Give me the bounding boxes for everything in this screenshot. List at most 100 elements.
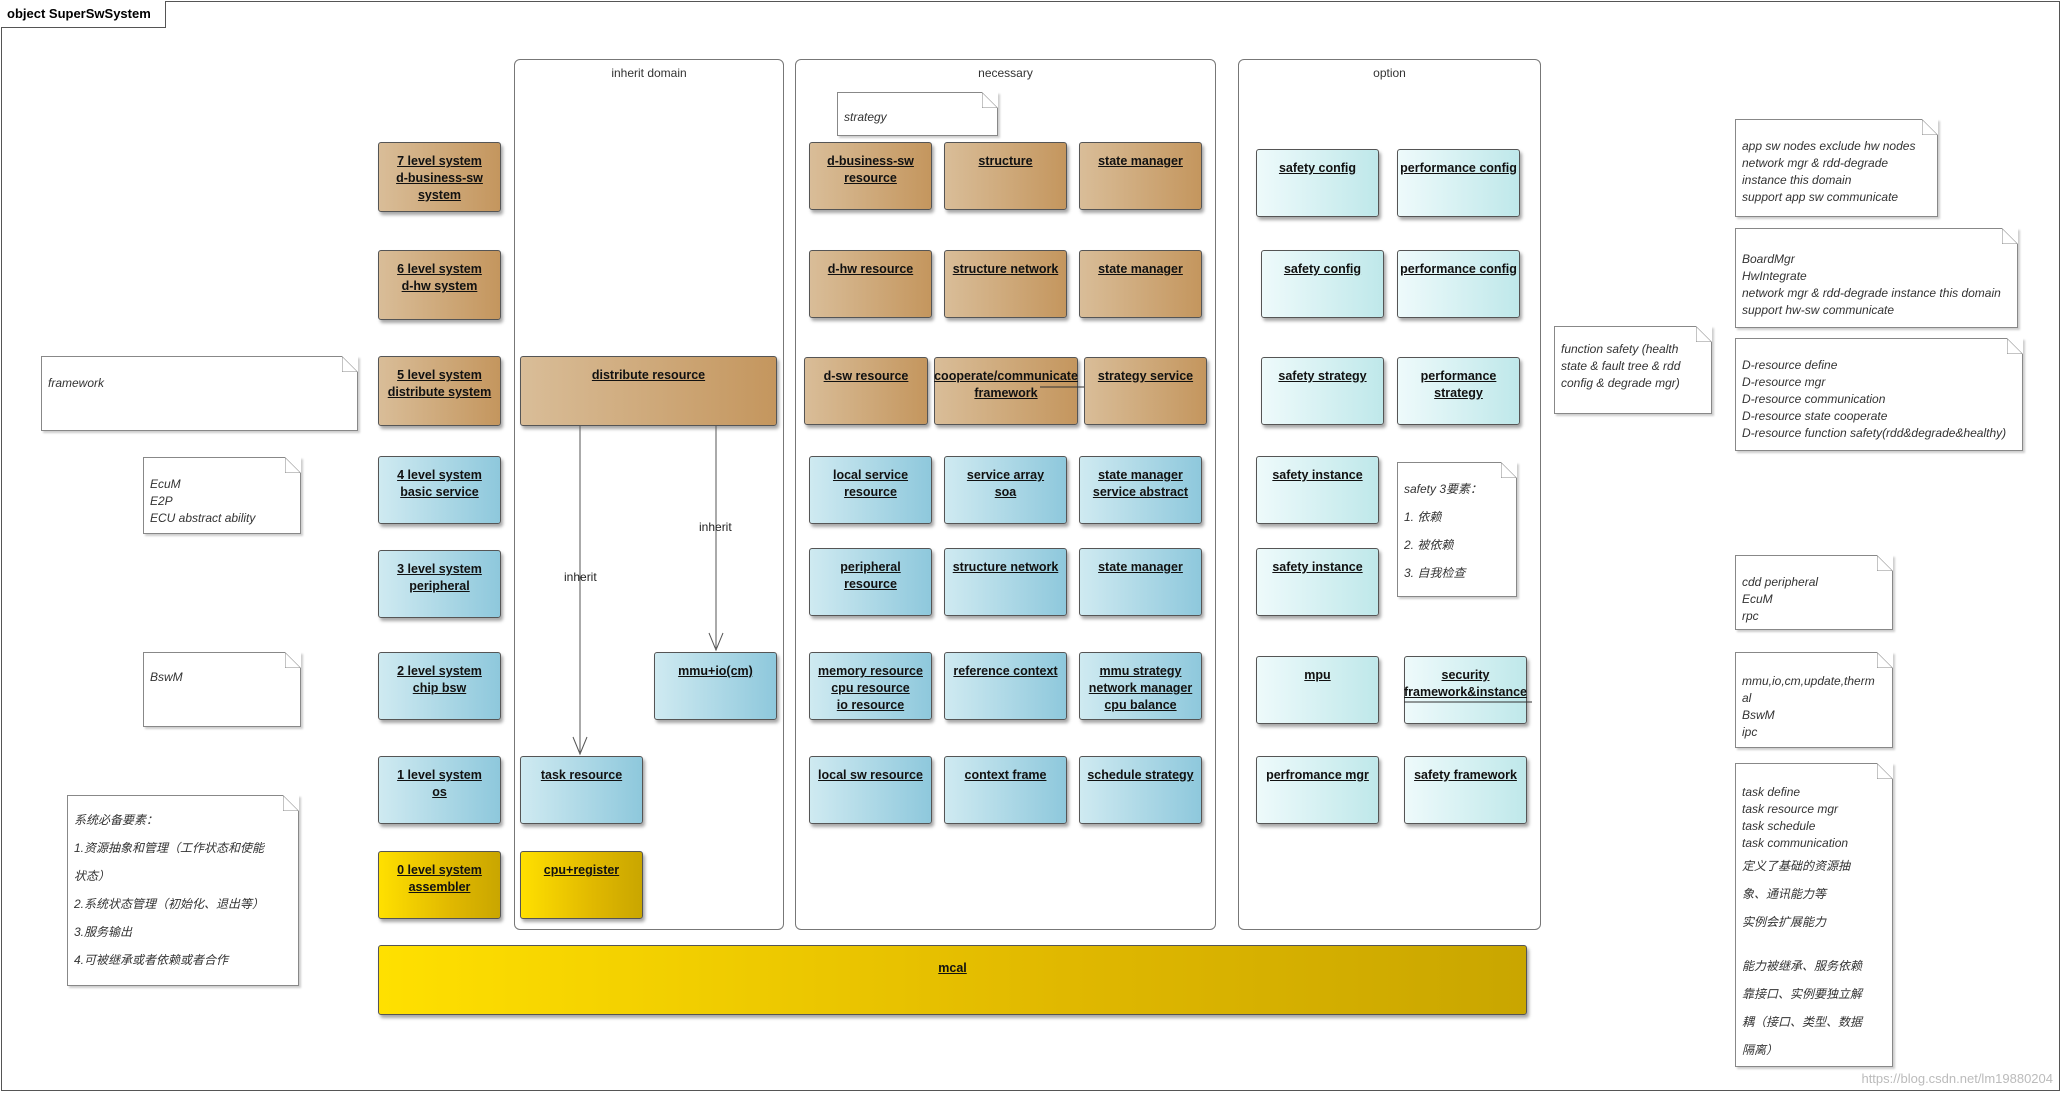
note-line: ECU abstract ability [150,511,256,525]
level-2-system[interactable]: 2 level system chip bsw [378,652,501,720]
region-title-necessary: necessary [978,66,1033,80]
level-2-label: 2 level system chip bsw [397,664,482,695]
perfromance-mgr[interactable]: perfromance mgr [1256,756,1379,824]
box-label: state manager [1098,262,1183,276]
note-line: BswM [150,670,183,684]
note-line: 2.系统状态管理（初始化、退出等） [74,897,265,911]
performance-config-6[interactable]: performance config [1397,250,1520,318]
box-label: state manager [1098,560,1183,574]
note-line: support app sw communicate [1742,190,1899,204]
note-line: 1. 依赖 [1404,510,1442,524]
box-label: service array soa [966,468,1045,499]
note-d-resource: D-resource define D-resource mgr D-resou… [1735,338,2023,451]
context-frame[interactable]: context frame [944,756,1067,824]
level-7-system[interactable]: 7 level system d-business-sw system [378,142,501,212]
region-inherit-domain: inherit domain [514,59,784,930]
note-line: 能力被继承、服务依赖 [1742,959,1863,973]
safety-instance-3[interactable]: safety instance [1256,548,1379,616]
safety-framework[interactable]: safety framework [1404,756,1527,824]
state-manager-7[interactable]: state manager [1079,142,1202,210]
level-4-system[interactable]: 4 level system basic service [378,456,501,524]
note-line: HwIntegrate [1742,269,1807,283]
performance-strategy[interactable]: performance strategy [1397,357,1520,425]
note-line: instance this domain [1742,173,1852,187]
level-5-label: 5 level system distribute system [387,368,492,399]
safety-instance-4[interactable]: safety instance [1256,456,1379,524]
note-line: BoardMgr [1742,252,1795,266]
note-safety-3: safety 3要素： 1. 依赖 2. 被依赖 3. 自我检查 [1397,462,1517,597]
schedule-strategy[interactable]: schedule strategy [1079,756,1202,824]
safety-strategy[interactable]: safety strategy [1261,357,1384,425]
level-1-system[interactable]: 1 level system os [378,756,501,824]
performance-config-7[interactable]: performance config [1397,149,1520,217]
local-sw-resource[interactable]: local sw resource [809,756,932,824]
level-5-system[interactable]: 5 level system distribute system [378,356,501,426]
box-label: d-hw resource [827,262,914,276]
structure-network-6[interactable]: structure network [944,250,1067,318]
box-label: d-business-sw resource [827,154,914,185]
note-framework: framework [41,356,358,431]
region-necessary: necessary [795,59,1216,930]
level-3-system[interactable]: 3 level system peripheral [378,550,501,618]
note-line: safety 3要素： [1404,482,1483,496]
service-array-soa[interactable]: service array soa [944,456,1067,524]
note-line: E2P [150,494,173,508]
box-label: safety config [1283,262,1362,276]
note-line: config & degrade mgr) [1561,376,1680,390]
box-label: memory resource cpu resource io resource [818,664,923,712]
box-label: security framework&instance [1404,668,1527,699]
box-label: reference context [953,664,1058,678]
safety-config-6[interactable]: safety config [1261,250,1384,318]
reference-context[interactable]: reference context [944,652,1067,720]
security-framework-instance[interactable]: security framework&instance [1404,656,1527,724]
mmu-io-cm[interactable]: mmu+io(cm) [654,652,777,720]
box-label: local service resource [832,468,909,499]
box-label: performance config [1400,262,1517,276]
distribute-resource[interactable]: distribute resource [520,356,777,426]
cooperate-communicate-framework[interactable]: cooperate/communicate framework [934,357,1078,425]
state-manager-6[interactable]: state manager [1079,250,1202,318]
note-line: EcuM [150,477,181,491]
task-resource[interactable]: task resource [520,756,643,824]
level-6-label: 6 level system d-hw system [397,262,482,293]
state-manager-service-abstract[interactable]: state manager service abstract [1079,456,1202,524]
mmu-strategy-network-manager[interactable]: mmu strategy network manager cpu balance [1079,652,1202,720]
box-label: safety instance [1272,468,1363,482]
note-line: 2. 被依赖 [1404,538,1454,552]
level-1-label: 1 level system os [397,768,482,799]
level-4-label: 4 level system basic service [397,468,482,499]
level-6-system[interactable]: 6 level system d-hw system [378,250,501,320]
note-line: mmu,io,cm,update,therm [1742,674,1875,688]
state-manager-3[interactable]: state manager [1079,548,1202,616]
box-label: schedule strategy [1087,768,1194,782]
note-bswm: BswM [143,652,301,727]
box-label: safety framework [1414,768,1517,782]
note-line: app sw nodes exclude hw nodes [1742,139,1916,153]
inherit-label-right: inherit [699,520,732,534]
structure[interactable]: structure [944,142,1067,210]
memory-cpu-io-resource[interactable]: memory resource cpu resource io resource [809,652,932,720]
structure-network-3[interactable]: structure network [944,548,1067,616]
note-line: D-resource communication [1742,392,1886,406]
note-line: rpc [1742,609,1759,623]
local-service-resource[interactable]: local service resource [809,456,932,524]
strategy-service[interactable]: strategy service [1084,357,1207,425]
safety-config-7[interactable]: safety config [1256,149,1379,217]
box-label: local sw resource [818,768,923,782]
level-0-system[interactable]: 0 level system assembler [378,851,501,919]
note-line: cdd peripheral [1742,575,1819,589]
note-line: 实例会扩展能力 [1742,915,1827,929]
mpu[interactable]: mpu [1256,656,1379,724]
note-line: D-resource define [1742,358,1838,372]
cpu-register[interactable]: cpu+register [520,851,643,919]
peripheral-resource[interactable]: peripheral resource [809,548,932,616]
mcal[interactable]: mcal [378,945,1527,1015]
d-hw-resource[interactable]: d-hw resource [809,250,932,318]
box-label: performance config [1400,161,1517,175]
d-sw-resource[interactable]: d-sw resource [804,357,928,425]
cpu-register-label: cpu+register [543,863,620,877]
note-line: 1.资源抽象和管理（工作状态和使能 [74,841,265,855]
box-label: mmu strategy network manager cpu balance [1088,664,1193,712]
d-business-sw-resource[interactable]: d-business-sw resource [809,142,932,210]
inherit-label-left: inherit [564,570,597,584]
